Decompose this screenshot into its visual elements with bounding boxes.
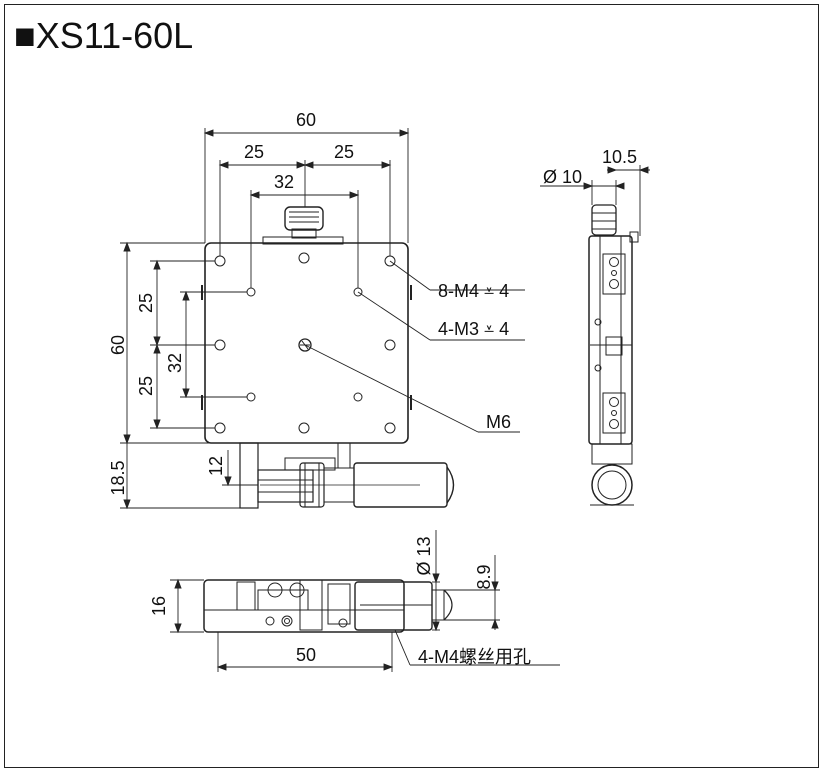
dim-10-5: 10.5 <box>602 147 637 167</box>
dim-phi13: Ø 13 <box>414 536 434 575</box>
m4-hole <box>214 255 226 267</box>
top-view <box>201 206 455 509</box>
screw-icon <box>609 419 619 429</box>
side-view <box>588 204 639 506</box>
m3-hole <box>353 392 363 402</box>
dim-25-left-lower: 25 <box>136 376 156 396</box>
m4-hole <box>298 422 310 434</box>
side-body <box>588 235 633 445</box>
dim-50: 50 <box>296 645 316 665</box>
m4-hole <box>298 252 310 264</box>
top-knob <box>284 206 324 231</box>
front-view <box>203 579 453 633</box>
dim-18-5-left: 18.5 <box>108 460 128 495</box>
dim-25-top-left: 25 <box>244 142 264 162</box>
m6-hole <box>298 338 312 352</box>
callout-8-m4: 8-M4 ⩡ 4 <box>438 281 509 301</box>
dim-25-top-right: 25 <box>334 142 354 162</box>
m4-hole <box>384 339 396 351</box>
screw-icon <box>609 397 619 407</box>
dim-32-top: 32 <box>274 172 294 192</box>
m4-hole <box>384 422 396 434</box>
side-view-dimensions <box>540 165 650 236</box>
dim-8-9: 8.9 <box>474 564 494 589</box>
top-view-dimensions <box>120 128 525 510</box>
screw-icon <box>609 257 619 267</box>
callout-4-m3: 4-M3 ⩡ 4 <box>438 319 509 339</box>
m3-hole <box>246 287 256 297</box>
front-view-dimensions <box>170 530 560 672</box>
dim-60-left: 60 <box>108 335 128 355</box>
dim-32-left: 32 <box>165 353 185 373</box>
callout-m6: M6 <box>486 412 511 432</box>
dim-phi10: Ø 10 <box>543 167 582 187</box>
m4-hole <box>214 422 226 434</box>
m3-hole <box>246 392 256 402</box>
dim-60-top: 60 <box>296 110 316 130</box>
screw-icon <box>609 279 619 289</box>
callout-mount-holes: 4-M4螺丝用孔 <box>418 647 531 667</box>
dim-25-left-upper: 25 <box>136 293 156 313</box>
drawing-frame <box>4 4 819 768</box>
drawing-title: ■XS11-60L <box>14 15 194 56</box>
dim-16: 16 <box>149 596 169 616</box>
dim-12: 12 <box>206 456 226 476</box>
stage-plate <box>204 242 409 444</box>
m4-hole <box>214 339 226 351</box>
